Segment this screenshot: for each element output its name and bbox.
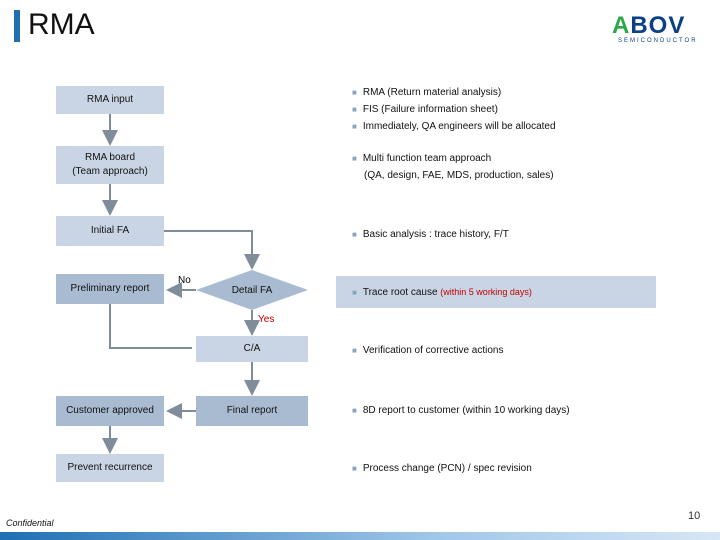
ca-box: C/A [196,336,308,362]
final-report-label: Final report [226,405,278,416]
final-report-box: Final report [196,396,308,426]
rma-input-box: RMA input [56,86,164,114]
note-text: Multi function team approach [362,153,492,164]
bullet-icon: ■ [352,122,357,131]
title-accent-bar [14,10,20,42]
bullet-icon: ■ [352,88,357,97]
page-number: 10 [688,510,701,522]
note-text: RMA (Return material analysis) [362,87,502,98]
note-line: ■ Immediately, QA engineers will be alloc… [352,118,556,135]
prevent-recurrence-label: Prevent recurrence [67,462,153,473]
page-title: RMA [28,8,95,41]
rma-board-line2: (Team approach) [72,166,148,177]
no-label: No [178,275,191,286]
logo-letter-a: A [612,12,631,39]
bullet-icon: ■ [352,288,357,297]
note-text: FIS (Failure information sheet) [362,104,498,115]
bullet-icon: ■ [352,464,357,473]
logo-word: ABOV [612,12,685,40]
bullet-icon: ■ [352,406,357,415]
note-line: ■ Multi function team approach [352,150,554,167]
note-deadline: (within 5 working days) [440,287,532,297]
bullet-icon: ■ [352,346,357,355]
note-group-1: ■ RMA (Return material analysis) ■ FIS (Fa… [352,84,556,135]
customer-approved-box: Customer approved [56,396,164,426]
initial-fa-label: Initial FA [90,225,130,236]
confidential-label: Confidential [6,518,54,528]
ca-label: C/A [243,343,261,354]
rma-board-text: RMA board (Team approach) [72,151,148,179]
note-group-2: ■ Multi function team approach (QA, desig… [352,150,554,184]
bullet-icon: ■ [352,105,357,114]
note-basic-analysis: ■ Basic analysis : trace history, F/T [352,226,509,243]
footer-gradient-bar [0,532,720,540]
note-process-change: ■ Process change (PCN) / spec revision [352,460,532,477]
note-text: Verification of corrective actions [362,345,504,356]
note-text: Trace root cause [362,287,438,298]
note-8d-report: ■ 8D report to customer (within 10 workin… [352,402,570,419]
note-line: ■ FIS (Failure information sheet) [352,101,556,118]
company-logo: ABOV SEMICONDUCTOR [612,12,708,44]
note-verification: ■ Verification of corrective actions [352,342,503,359]
detail-fa-label: Detail FA [231,284,273,296]
note-line: ■ RMA (Return material analysis) [352,84,556,101]
rma-board-line1: RMA board [84,152,136,163]
preliminary-report-box: Preliminary report [56,274,164,304]
logo-letters: BOV [630,12,686,39]
yes-label: Yes [258,314,275,325]
note-text: (QA, design, FAE, MDS, production, sales… [364,170,554,181]
initial-fa-box: Initial FA [56,216,164,246]
logo-subtitle: SEMICONDUCTOR [618,38,698,44]
trace-highlight [336,276,656,308]
preliminary-report-label: Preliminary report [70,283,150,294]
bullet-icon: ■ [352,154,357,163]
note-text: Immediately, QA engineers will be alloca… [362,121,556,132]
note-text: Basic analysis : trace history, F/T [362,229,509,240]
bullet-icon: ■ [352,230,357,239]
note-text: Process change (PCN) / spec revision [362,463,532,474]
note-line: (QA, design, FAE, MDS, production, sales… [352,167,554,184]
detail-fa-diamond: Detail FA [196,270,308,310]
customer-approved-label: Customer approved [66,405,154,416]
prevent-recurrence-box: Prevent recurrence [56,454,164,482]
rma-input-label: RMA input [86,94,134,105]
note-text: 8D report to customer (within 10 working… [362,405,570,416]
rma-board-box: RMA board (Team approach) [56,146,164,184]
note-trace-root: ■ Trace root cause (within 5 working days… [352,284,532,301]
